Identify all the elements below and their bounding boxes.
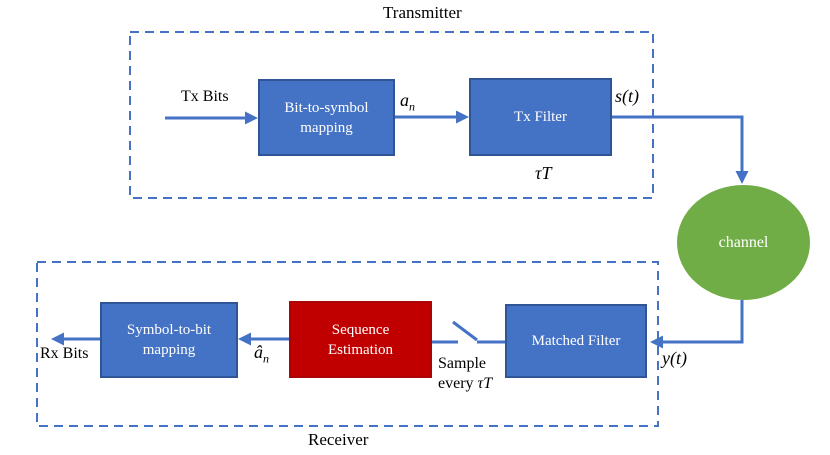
sequence-estimation-line2: Estimation xyxy=(328,341,393,358)
sample-line2-prefix: every xyxy=(438,375,478,392)
bit-to-symbol-mapping-box: Bit-to-symbol mapping xyxy=(258,79,395,156)
sample-every-label: Sample every τT xyxy=(438,354,492,394)
tx-filter-box: Tx Filter xyxy=(469,78,612,156)
receiver-boundary xyxy=(36,261,659,427)
receiver-title: Receiver xyxy=(308,430,369,449)
an-arrowhead xyxy=(456,110,469,124)
rx-bits-arrowhead xyxy=(51,332,64,346)
sequence-estimation-box: Sequence Estimation xyxy=(289,301,432,378)
st-arrowhead xyxy=(735,171,749,184)
sampler-switch-arm xyxy=(452,320,478,342)
symbol-to-bit-line1: Symbol-to-bit xyxy=(126,322,212,338)
yt-arrowhead xyxy=(650,335,663,349)
bit-to-symbol-line2: mapping xyxy=(300,119,353,136)
ahat-label: ân xyxy=(254,342,269,366)
symbol-to-bit-mapping-box: Symbol-to-bit mapping xyxy=(100,302,238,378)
symbol-to-bit-line2: mapping xyxy=(142,342,196,358)
matched-filter-label: Matched Filter xyxy=(531,332,621,349)
sample-line1: Sample xyxy=(438,355,486,372)
tau-label: τT xyxy=(535,163,552,183)
tx-bits-label: Tx Bits xyxy=(181,88,229,105)
sequence-estimation-line1: Sequence xyxy=(331,321,390,338)
ahat-arrowhead xyxy=(238,332,251,346)
an-label: an xyxy=(400,90,415,114)
bit-to-symbol-line1: Bit-to-symbol xyxy=(284,99,369,116)
sample-line2-math: τT xyxy=(477,375,493,392)
yt-label: y(t) xyxy=(662,348,687,368)
yt-connector-line xyxy=(661,300,744,344)
st-label: s(t) xyxy=(615,86,639,106)
matched-filter-box: Matched Filter xyxy=(505,304,647,378)
tx-bits-arrowhead xyxy=(245,111,258,125)
tx-filter-label: Tx Filter xyxy=(514,108,567,125)
st-connector-line xyxy=(612,115,744,173)
transmitter-title: Transmitter xyxy=(383,3,462,22)
channel-node: channel xyxy=(677,185,810,300)
rx-bits-label: Rx Bits xyxy=(40,345,89,362)
channel-label: channel xyxy=(718,233,769,251)
transmitter-boundary xyxy=(129,31,654,199)
